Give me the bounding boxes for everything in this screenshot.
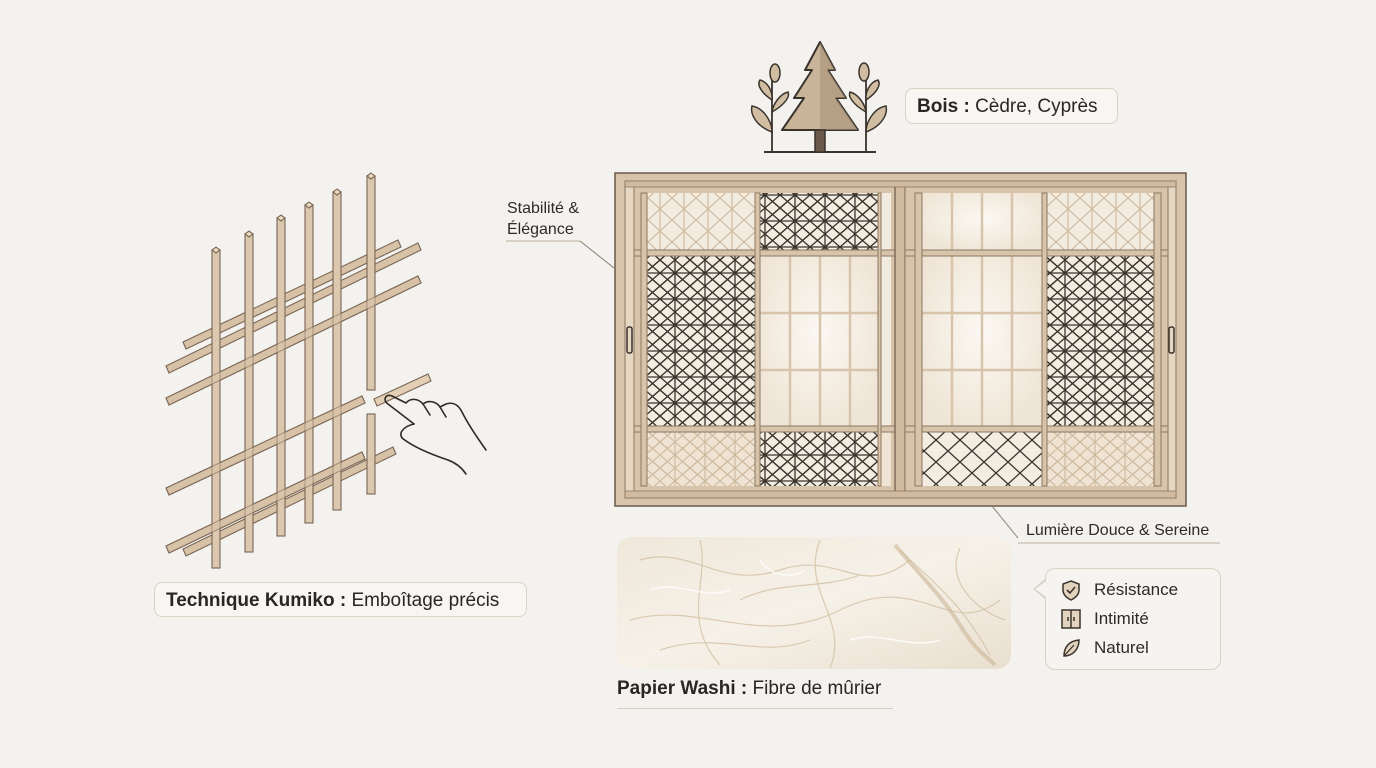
tree-icon [750, 41, 888, 153]
property-naturel: Naturel [1060, 636, 1149, 660]
shield-icon [1062, 580, 1080, 601]
bois-label-text: Cèdre, Cyprès [975, 96, 1098, 117]
property-naturel-label: Naturel [1094, 638, 1149, 657]
stabilite-label-line1: Stabilité & [507, 200, 580, 217]
washi-label: Papier Washi : Fibre de mûrier [617, 678, 881, 700]
property-intimite: Intimité [1060, 607, 1149, 631]
lumiere-label: Lumière Douce & Sereine [1026, 522, 1210, 539]
washi-label-title: Papier Washi : [617, 678, 748, 699]
sliding-door-icon [1061, 609, 1081, 629]
stabilite-label: Stabilité & Élégance [507, 198, 579, 240]
washi-paper-sample [617, 537, 1011, 669]
kumiko-label: Technique Kumiko : Emboîtage précis [154, 582, 527, 617]
property-resistance: Résistance [1060, 578, 1178, 602]
bois-label: Bois : Cèdre, Cyprès [905, 88, 1118, 124]
kumiko-label-title: Technique Kumiko : [166, 590, 347, 611]
property-resistance-label: Résistance [1094, 580, 1179, 599]
left-sliding-panel [633, 185, 897, 493]
property-intimite-label: Intimité [1094, 609, 1149, 628]
hand-icon [384, 394, 487, 475]
stabilite-label-line2: Élégance [507, 221, 574, 238]
kumiko-label-text: Emboîtage précis [351, 590, 500, 611]
washi-divider [617, 708, 893, 709]
right-sliding-panel [904, 185, 1169, 493]
shoji-window [614, 172, 1187, 507]
leaf-icon [1063, 639, 1080, 657]
washi-label-text: Fibre de mûrier [752, 678, 882, 699]
bois-label-title: Bois : [917, 96, 970, 117]
kumiko-lattice [165, 172, 432, 569]
